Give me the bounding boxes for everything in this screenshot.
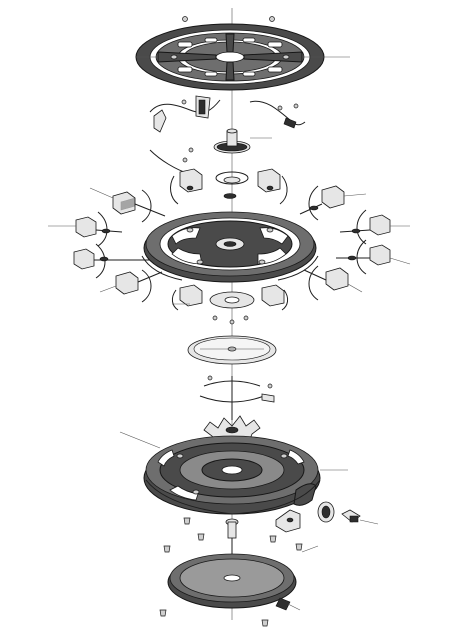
screws-bottom (159, 609, 269, 627)
cross-spring (199, 375, 275, 420)
small-bridge (225, 509, 301, 556)
center-washer (209, 291, 255, 325)
dial-disc (187, 335, 277, 365)
screws-lower (163, 517, 319, 553)
side-gears (317, 501, 379, 525)
screw-icon (181, 16, 299, 163)
spring-arms (149, 95, 306, 175)
tonneau-blocks-left (48, 168, 203, 303)
bottom-case-back (167, 553, 301, 611)
lower-blocks (171, 284, 289, 311)
main-plate (119, 431, 348, 515)
top-rotor-disc (135, 23, 350, 91)
tonneau-blocks-right (257, 168, 411, 301)
small-gear (213, 128, 272, 154)
main-bridge-plate (141, 211, 319, 283)
small-wheel (215, 171, 249, 199)
